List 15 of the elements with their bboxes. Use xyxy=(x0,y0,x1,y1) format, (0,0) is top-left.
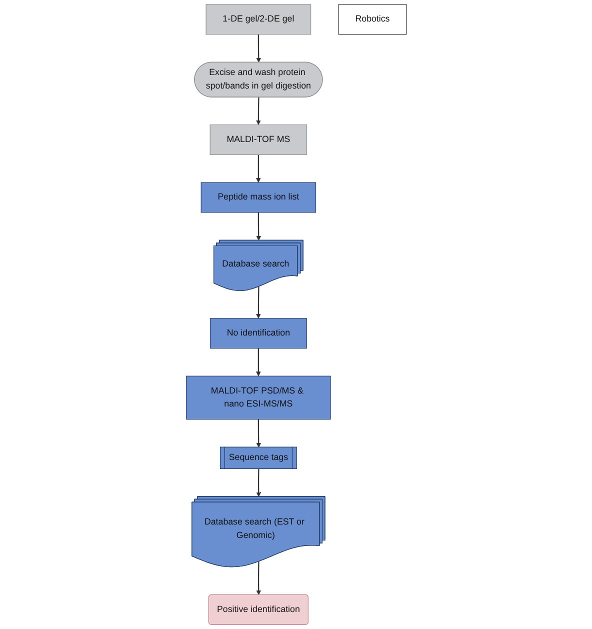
arrow xyxy=(256,97,261,126)
node-box: MALDI-TOF PSD/MS & nano ESI-MS/MS xyxy=(186,376,330,420)
arrow xyxy=(256,286,261,319)
node-box: 1-DE gel/2-DE gel xyxy=(205,4,311,35)
arrow xyxy=(256,419,261,448)
node-box: Peptide mass ion list xyxy=(200,182,316,213)
node-box: Robotics xyxy=(338,4,406,35)
arrow xyxy=(256,34,261,63)
arrow xyxy=(256,212,261,241)
arrow xyxy=(256,348,261,376)
arrow xyxy=(256,154,261,183)
node-box: No identification xyxy=(210,318,307,349)
arrow xyxy=(256,468,261,497)
arrow xyxy=(256,562,261,596)
node-box: MALDI-TOF MS xyxy=(209,124,307,156)
